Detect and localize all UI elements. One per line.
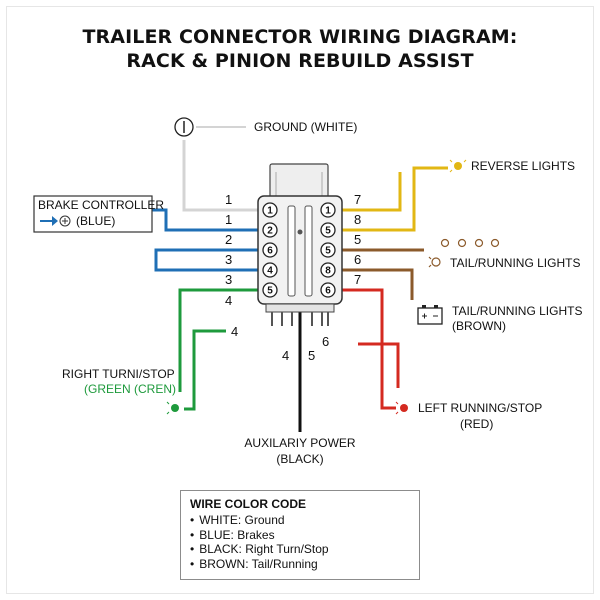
wire-number: 3 bbox=[225, 272, 232, 287]
right-pin: 8 bbox=[320, 262, 336, 278]
white-ground-wire bbox=[182, 140, 262, 212]
legend-item: WHITE: Ground bbox=[190, 513, 329, 528]
left-pin: 2 bbox=[262, 222, 278, 238]
yellow-reverse-wire-2 bbox=[338, 166, 448, 232]
reverse-lights-label: REVERSE LIGHTS bbox=[471, 159, 575, 173]
legend-item: BLACK: Right Turn/Stop bbox=[190, 542, 328, 557]
svg-text:5: 5 bbox=[267, 286, 273, 297]
svg-text:1: 1 bbox=[267, 206, 273, 217]
connector-center-slot-1 bbox=[287, 205, 296, 297]
right-pin: 5 bbox=[320, 242, 336, 258]
blue-brake-wire bbox=[152, 208, 262, 232]
wire-number: 6 bbox=[354, 252, 361, 267]
svg-text:2: 2 bbox=[267, 226, 273, 237]
green-turn-wire bbox=[178, 288, 262, 392]
wire-number: 4 bbox=[282, 348, 289, 363]
connector-center-slot-2 bbox=[304, 205, 313, 297]
wire-number: 1 bbox=[225, 212, 232, 227]
wire-color-legend: WIRE COLOR CODE WHITE: Ground BLUE: Brak… bbox=[180, 490, 420, 580]
legend-list: WHITE: Ground BLUE: Brakes BLACK: Right … bbox=[190, 513, 329, 572]
right-pin: 5 bbox=[320, 222, 336, 238]
bulb-icon bbox=[449, 159, 467, 173]
brown-tail-wire-2 bbox=[338, 268, 414, 300]
svg-text:1: 1 bbox=[325, 206, 331, 217]
svg-text:6: 6 bbox=[325, 286, 331, 297]
green-secondary-wire bbox=[184, 329, 226, 411]
svg-text:5: 5 bbox=[325, 226, 331, 237]
svg-text:8: 8 bbox=[325, 266, 331, 277]
tail-running-label-1: TAIL/RUNNING LIGHTS bbox=[450, 256, 580, 270]
connector-cap bbox=[269, 163, 329, 201]
brake-arrow-icon bbox=[40, 215, 71, 227]
wire-number: 7 bbox=[354, 192, 361, 207]
bulb-row-icon bbox=[440, 238, 500, 248]
title-line-1: TRAILER CONNECTOR WIRING DIAGRAM: bbox=[82, 26, 518, 48]
title-line-2: RACK & PINION REBUILD ASSIST bbox=[126, 50, 474, 72]
wire-number: 1 bbox=[225, 192, 232, 207]
aux-power-color: (BLACK) bbox=[276, 452, 323, 466]
tail-running-color-2: (BROWN) bbox=[452, 319, 506, 333]
aux-power-label: AUXILARIY POWER bbox=[244, 436, 355, 450]
wire-number: 6 bbox=[322, 334, 329, 349]
wire-number: 5 bbox=[354, 232, 361, 247]
right-pin: 6 bbox=[320, 282, 336, 298]
diagram-frame bbox=[6, 6, 594, 594]
connector-center-key bbox=[297, 229, 303, 235]
left-pin: 6 bbox=[262, 242, 278, 258]
brake-controller-label: BRAKE CONTROLLER bbox=[38, 198, 164, 212]
tail-running-label-2: TAIL/RUNNING LIGHTS bbox=[452, 304, 582, 318]
right-turn-color: (GREEN (CREN) bbox=[84, 382, 176, 396]
svg-text:5: 5 bbox=[325, 246, 331, 257]
brake-controller-color: (BLUE) bbox=[76, 214, 115, 228]
legend-title: WIRE COLOR CODE bbox=[190, 497, 306, 511]
blue-loop-wire bbox=[154, 248, 262, 272]
wire-number: 2 bbox=[225, 232, 232, 247]
red-secondary-wire bbox=[358, 342, 400, 388]
brake-controller-box bbox=[33, 195, 153, 233]
wire-number: 4 bbox=[225, 293, 232, 308]
connector-base bbox=[265, 303, 335, 313]
wire-number: 4 bbox=[231, 324, 238, 339]
wire-number: 3 bbox=[225, 252, 232, 267]
legend-item: BLUE: Brakes bbox=[190, 528, 329, 543]
svg-text:6: 6 bbox=[267, 246, 273, 257]
wire-number: 8 bbox=[354, 212, 361, 227]
right-turn-label: RIGHT TURNI/STOP bbox=[62, 367, 175, 381]
left-pin: 5 bbox=[262, 282, 278, 298]
left-pin: 1 bbox=[262, 202, 278, 218]
left-running-label: LEFT RUNNING/STOP bbox=[418, 401, 542, 415]
yellow-reverse-wire bbox=[338, 172, 402, 212]
battery-icon bbox=[417, 305, 443, 325]
red-running-wire bbox=[338, 288, 396, 410]
wire-number: 7 bbox=[354, 272, 361, 287]
bulb-icon bbox=[428, 256, 441, 268]
wire-number: 5 bbox=[308, 348, 315, 363]
right-pin: 1 bbox=[320, 202, 336, 218]
left-pin: 4 bbox=[262, 262, 278, 278]
svg-text:4: 4 bbox=[267, 266, 273, 277]
red-bulb-icon bbox=[395, 401, 408, 415]
left-running-color: (RED) bbox=[460, 417, 493, 431]
legend-item: BROWN: Tail/Running bbox=[190, 557, 329, 572]
green-bulb-icon bbox=[166, 401, 179, 415]
ground-label: GROUND (WHITE) bbox=[254, 120, 357, 134]
